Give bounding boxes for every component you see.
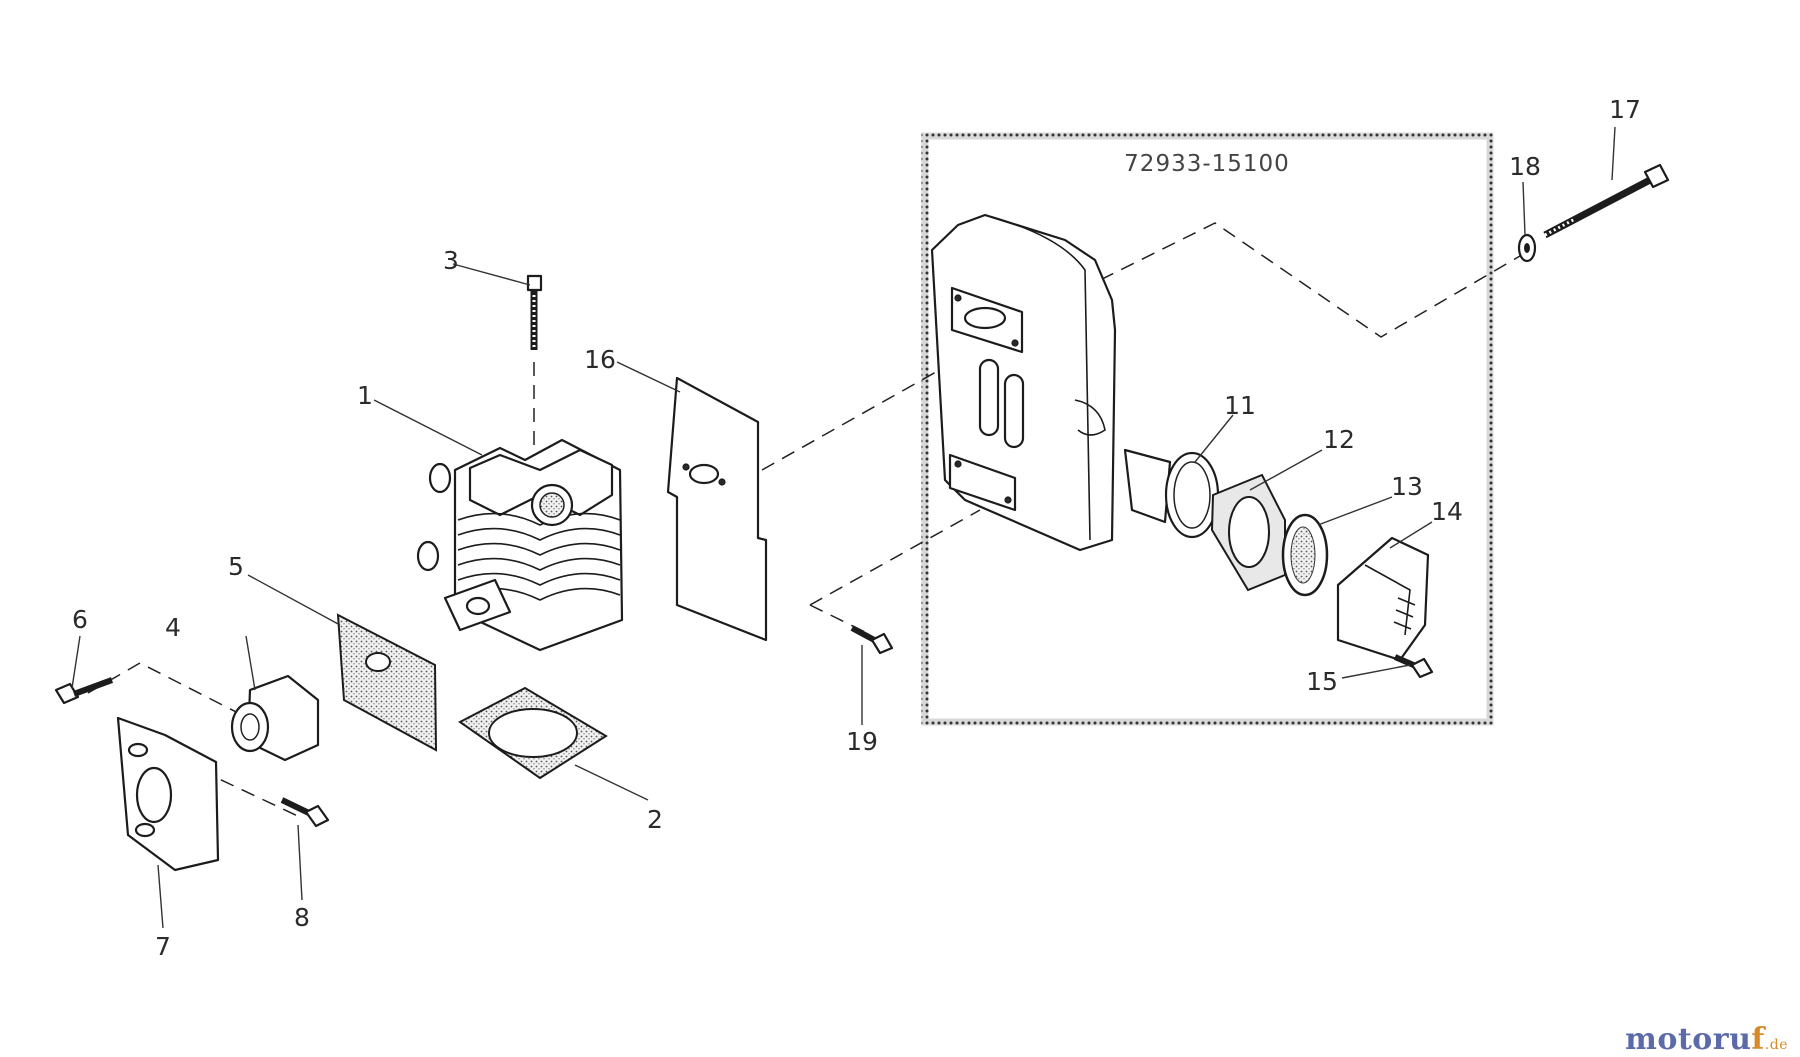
part-18-washer <box>1517 233 1537 263</box>
callout-2: 2 <box>647 805 663 834</box>
part-6-bolt <box>54 677 114 705</box>
callout-12: 12 <box>1323 425 1355 454</box>
callout-11: 11 <box>1224 391 1256 420</box>
part-13-ring <box>1281 513 1329 597</box>
brand-watermark: motoruf.de <box>1625 1022 1788 1057</box>
callout-15: 15 <box>1306 667 1338 696</box>
callout-4: 4 <box>165 613 181 642</box>
kit-part-number: 72933-15100 <box>1124 151 1290 177</box>
part-11-screen <box>1123 448 1220 539</box>
watermark-brand-tld: .de <box>1764 1037 1788 1053</box>
part-19-bolt <box>850 625 894 655</box>
callout-5: 5 <box>228 552 244 581</box>
part-3-bolt <box>526 274 543 350</box>
callout-13: 13 <box>1391 472 1423 501</box>
part-14-cover <box>1336 536 1430 662</box>
part-8-bolt <box>280 797 330 828</box>
watermark-brand-accent: f <box>1751 1022 1765 1057</box>
assembly-lines <box>87 222 1521 819</box>
part-15-screw <box>1393 654 1434 679</box>
part-7-insulator <box>116 716 220 872</box>
watermark-brand-main: motoru <box>1625 1022 1752 1057</box>
callout-1: 1 <box>357 381 373 410</box>
part-12-gasket <box>1210 473 1286 592</box>
callout-labels: 1 2 3 4 5 6 7 8 11 12 13 14 15 16 17 18 … <box>72 95 1641 961</box>
callout-18: 18 <box>1509 152 1541 181</box>
callout-14: 14 <box>1431 497 1463 526</box>
callout-16: 16 <box>584 345 616 374</box>
part-16-heat-shield <box>666 376 768 642</box>
callout-17: 17 <box>1609 95 1641 124</box>
part-2-gasket <box>458 686 608 780</box>
part-5-gasket <box>336 613 438 752</box>
callout-6: 6 <box>72 605 88 634</box>
part-4-intake <box>230 674 320 762</box>
callout-8: 8 <box>294 903 310 932</box>
cooling-fins <box>457 512 621 601</box>
muffler-kit-frame: 72933-15100 <box>921 132 1494 726</box>
muffler-body <box>930 213 1117 552</box>
part-17-long-bolt <box>1543 163 1670 239</box>
callout-3: 3 <box>443 246 459 275</box>
leader-lines <box>71 126 1616 929</box>
part-1-cylinder <box>416 438 624 652</box>
callout-7: 7 <box>155 932 171 961</box>
callout-19: 19 <box>846 727 878 756</box>
